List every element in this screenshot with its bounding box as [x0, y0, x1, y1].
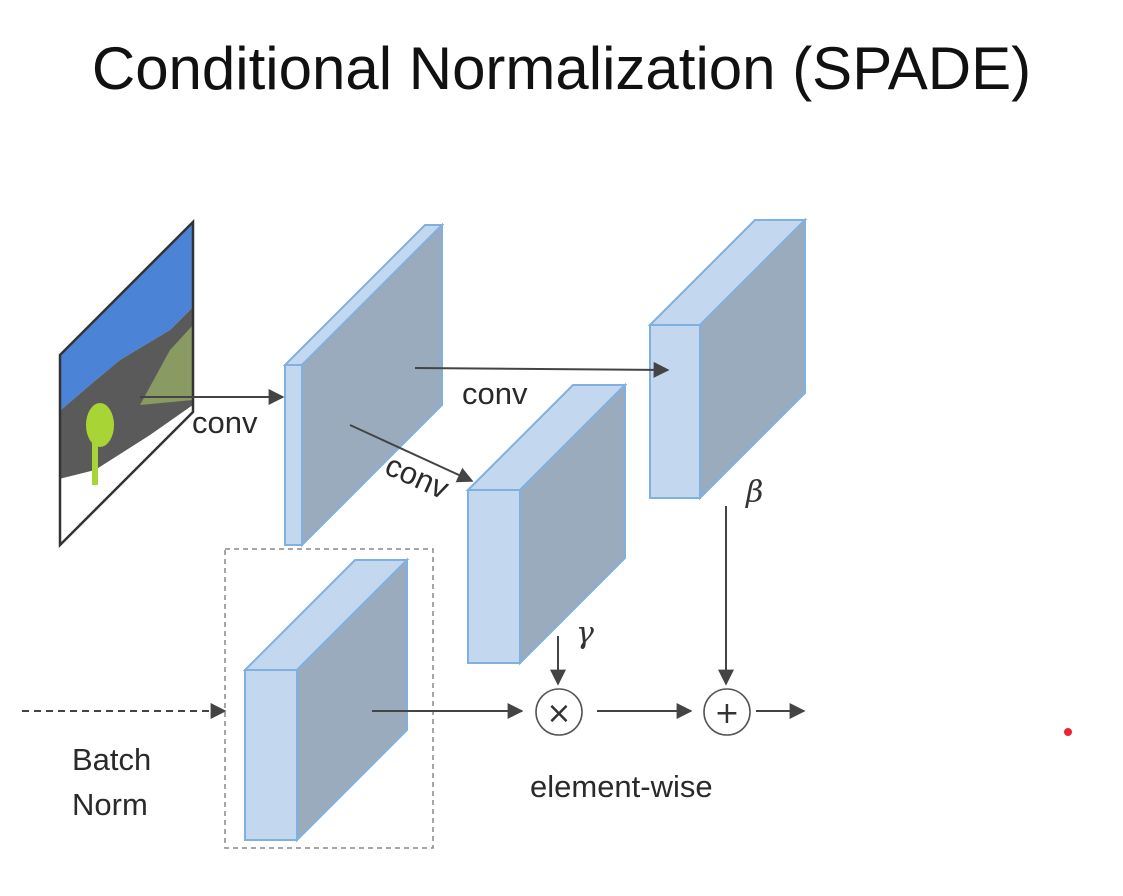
beta-block	[647, 217, 808, 501]
add-symbol: +	[714, 696, 739, 731]
batch-norm-label-line2: Norm	[72, 787, 148, 822]
batch-norm-block	[242, 557, 410, 843]
batch-norm-label-line1: Batch	[72, 742, 151, 777]
page-title: Conditional Normalization (SPADE)	[91, 35, 1032, 102]
conv-label-2: conv	[462, 376, 528, 411]
batch-norm-box	[224, 548, 434, 849]
arrow-block1-to-gamma	[349, 424, 474, 483]
element-wise-label: element-wise	[530, 769, 713, 804]
segmap-grass	[140, 325, 193, 405]
arrow-block1-to-beta	[414, 361, 670, 378]
beta-label: β	[745, 475, 763, 510]
plus-circle-icon: +	[703, 688, 751, 736]
pointer-dot	[1064, 728, 1072, 736]
gamma-block	[465, 382, 628, 666]
segmentation-map-image	[58, 218, 195, 549]
multiply-circle-icon: ×	[535, 688, 583, 736]
conv-label-1: conv	[192, 405, 258, 440]
activation-block-1	[282, 222, 445, 548]
multiply-symbol: ×	[546, 696, 571, 731]
segmap-tree	[86, 403, 114, 447]
gamma-label: γ	[576, 616, 594, 651]
